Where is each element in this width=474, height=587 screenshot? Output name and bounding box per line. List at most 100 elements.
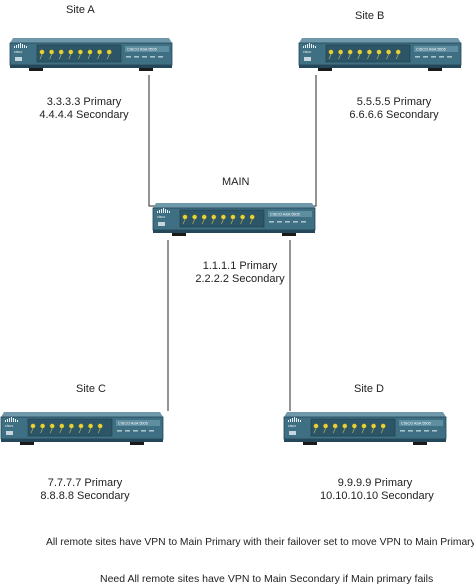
model-plate bbox=[125, 46, 169, 52]
main-primary-ip: 1.1.1.1 Primary bbox=[202, 260, 278, 272]
port-led-lead bbox=[338, 54, 341, 60]
site-a-label: Site A bbox=[66, 4, 95, 16]
port-led-lead bbox=[376, 54, 380, 60]
port-led bbox=[58, 49, 64, 55]
model-plate bbox=[414, 46, 458, 52]
port-led bbox=[201, 214, 207, 220]
port-led-lead bbox=[40, 428, 43, 434]
indicator-dot bbox=[301, 221, 306, 223]
main-addresses: 1.1.1.1 Primary 2.2.2.2 Secondary bbox=[192, 260, 288, 286]
site-c-secondary-ip: 8.8.8.8 Secondary bbox=[40, 490, 130, 502]
port-led bbox=[361, 423, 367, 429]
port-led bbox=[68, 423, 74, 429]
port-led bbox=[78, 423, 84, 429]
port-led-lead bbox=[371, 428, 374, 434]
site-b-label: Site B bbox=[355, 10, 385, 22]
firewall-foot-left bbox=[29, 68, 43, 71]
indicator-dot bbox=[408, 430, 413, 432]
indicator-dot bbox=[293, 221, 298, 223]
port-led bbox=[49, 49, 55, 55]
indicator-dot bbox=[447, 56, 452, 58]
firewall-base bbox=[10, 65, 172, 68]
indicator-dot bbox=[400, 430, 405, 432]
status-lamp bbox=[15, 57, 22, 61]
indicator-dot bbox=[141, 430, 146, 432]
model-plate-text: CISCO ASA 5505 bbox=[118, 422, 148, 426]
main-secondary-ip: 2.2.2.2 Secondary bbox=[195, 273, 285, 285]
link-site-a-to-main bbox=[148, 75, 156, 207]
port-led bbox=[249, 214, 255, 220]
port-led bbox=[97, 423, 103, 429]
port-led bbox=[386, 49, 392, 55]
port-led bbox=[88, 423, 94, 429]
firewall-base bbox=[284, 439, 446, 442]
firewall-foot-right bbox=[130, 442, 144, 445]
port-led-lead bbox=[201, 219, 205, 225]
indicator-dot bbox=[125, 430, 130, 432]
port-led-lead bbox=[328, 54, 332, 60]
firewall-top-face bbox=[284, 412, 446, 417]
indicator-dot bbox=[142, 56, 147, 58]
port-led bbox=[240, 214, 246, 220]
port-led-lead bbox=[357, 54, 361, 60]
main-label: MAIN bbox=[222, 176, 250, 188]
site-d-secondary-ip: 10.10.10.10 Secondary bbox=[320, 490, 434, 502]
port-led bbox=[313, 423, 319, 429]
cisco-logo-text: cisco bbox=[288, 424, 296, 428]
port-led bbox=[59, 423, 65, 429]
indicator-dot bbox=[423, 56, 428, 58]
port-led-lead bbox=[342, 428, 346, 434]
site-b-firewall: cisco CISCO ASA 5505 bbox=[298, 35, 462, 73]
port-led-lead bbox=[240, 219, 243, 225]
port-led bbox=[366, 49, 372, 55]
cisco-logo-icon: cisco bbox=[288, 417, 301, 428]
firewall-foot-left bbox=[303, 442, 317, 445]
cisco-logo-icon: cisco bbox=[303, 43, 316, 54]
port-led bbox=[97, 49, 103, 55]
port-led-lead bbox=[221, 219, 224, 225]
indicator-dot bbox=[133, 430, 138, 432]
firewall-top-face bbox=[1, 412, 163, 417]
port-led bbox=[77, 49, 83, 55]
site-b-addresses: 5.5.5.5 Primary 6.6.6.6 Secondary bbox=[346, 96, 442, 122]
site-b-primary-ip: 5.5.5.5 Primary bbox=[356, 96, 432, 108]
indicator-dot bbox=[432, 430, 437, 432]
port-led bbox=[106, 49, 112, 55]
port-led bbox=[332, 423, 338, 429]
model-plate-text: CISCO ASA 5505 bbox=[416, 48, 446, 52]
port-led-lead bbox=[361, 428, 365, 434]
indicator-dot bbox=[117, 430, 122, 432]
port-led bbox=[347, 49, 353, 55]
port-led bbox=[323, 423, 329, 429]
indicator-dot bbox=[277, 221, 282, 223]
port-led-lead bbox=[192, 219, 195, 225]
firewall-foot-left bbox=[172, 233, 186, 236]
site-d-primary-ip: 9.9.9.9 Primary bbox=[337, 477, 413, 489]
port-led bbox=[211, 214, 217, 220]
port-led-lead bbox=[313, 428, 317, 434]
port-led bbox=[182, 214, 188, 220]
indicator-dot bbox=[126, 56, 131, 58]
model-plate-text: CISCO ASA 5505 bbox=[270, 213, 300, 217]
site-d-label: Site D bbox=[354, 383, 384, 395]
cisco-logo-text: cisco bbox=[157, 215, 165, 219]
port-led bbox=[357, 49, 363, 55]
cisco-logo-text: cisco bbox=[14, 50, 22, 54]
port-led-lead bbox=[39, 54, 43, 60]
cisco-logo-icon: cisco bbox=[157, 208, 170, 219]
status-lamp bbox=[158, 222, 165, 226]
port-led-lead bbox=[106, 54, 110, 60]
port-led-lead bbox=[352, 428, 355, 434]
port-led bbox=[40, 423, 46, 429]
port-led-lead bbox=[78, 428, 82, 434]
cisco-logo-text: cisco bbox=[303, 50, 311, 54]
port-led bbox=[230, 214, 236, 220]
firewall-base bbox=[299, 65, 461, 68]
cisco-logo-icon: cisco bbox=[5, 417, 18, 428]
indicator-dot bbox=[158, 56, 163, 58]
status-lamp bbox=[6, 431, 13, 435]
port-led-lead bbox=[211, 219, 215, 225]
